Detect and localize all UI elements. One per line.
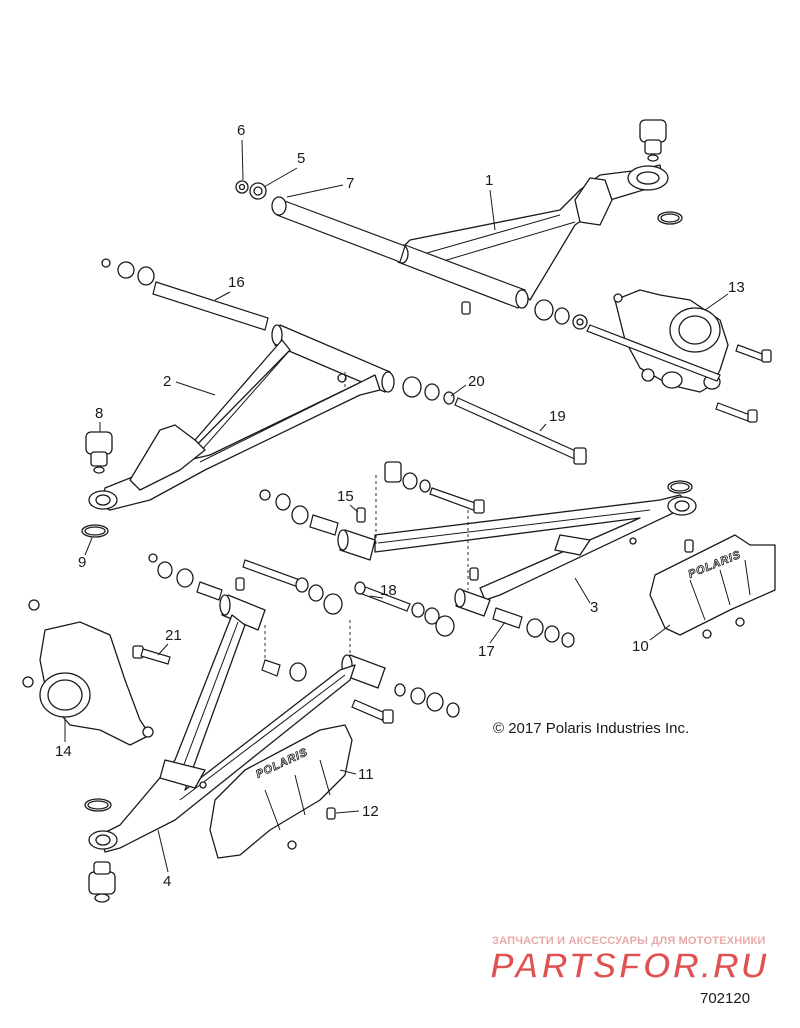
a-arm-upper-1 — [399, 164, 669, 301]
retaining-ring-upper — [657, 211, 683, 225]
watermark-logo-text: PARTSFOR.RU — [490, 946, 769, 986]
callout-18: 18 — [380, 582, 397, 599]
ball-joint-upper — [639, 119, 667, 162]
callout-13: 13 — [728, 279, 745, 296]
callout-11: 11 — [358, 766, 374, 783]
callouts: 1 2 3 4 5 6 7 8 9 10 11 12 13 14 15 16 1 — [55, 122, 745, 890]
bolt-21 — [132, 645, 171, 665]
callout-17: 17 — [478, 643, 495, 660]
watermark-logo: PARTSFOR.RU — [490, 946, 769, 986]
callout-1: 1 — [485, 172, 493, 189]
hardware-upper-3 — [384, 461, 485, 514]
bushing-5 — [249, 182, 267, 200]
nut-13 — [641, 368, 655, 382]
hardware-4-lower — [261, 659, 460, 724]
retaining-ring-lower-right — [667, 480, 693, 494]
knuckle-13 — [586, 289, 729, 393]
bolt-19 — [454, 397, 587, 465]
callout-14: 14 — [55, 743, 72, 760]
hardware-4-upper — [148, 553, 343, 615]
bushings-right-3 — [492, 607, 575, 648]
callout-4: 4 — [163, 873, 171, 890]
alignment-lines — [264, 372, 469, 660]
callout-20: 20 — [468, 373, 485, 390]
shaft-16 — [101, 258, 269, 331]
grease-fitting-15 — [356, 507, 366, 523]
callout-8: 8 — [95, 405, 103, 422]
callout-5: 5 — [297, 150, 305, 167]
callout-12: 12 — [362, 803, 379, 820]
callout-21: 21 — [165, 627, 182, 644]
bushings-right-1 — [534, 299, 588, 330]
knuckle-14 — [22, 599, 154, 746]
retaining-ring-lower — [84, 798, 112, 812]
washer-6 — [235, 180, 249, 194]
a-arm-3 — [337, 494, 697, 617]
skid-guard-11: POLARIS — [209, 724, 353, 859]
ball-joint-lower — [88, 861, 116, 903]
callout-2: 2 — [163, 373, 171, 390]
callout-3: 3 — [590, 599, 598, 616]
callout-10: 10 — [632, 638, 649, 655]
bolt-upper-13b — [715, 402, 758, 423]
grease-fitting-3 — [469, 567, 479, 581]
copyright-text: © 2017 Polaris Industries Inc. — [493, 720, 690, 737]
ball-joint-8 — [85, 431, 113, 474]
bushings-left-3 — [259, 489, 339, 536]
a-arm-4 — [88, 594, 386, 853]
drawing-number: 702120 — [700, 990, 751, 1007]
a-arm-2 — [88, 324, 395, 511]
callout-16: 16 — [228, 274, 245, 291]
callout-15: 15 — [337, 488, 354, 505]
bolt-18 — [354, 581, 455, 637]
retaining-ring-9 — [81, 524, 109, 538]
bushings-2 — [402, 376, 455, 405]
bolt-upper-13a — [735, 344, 772, 363]
grease-fitting-upper — [461, 301, 471, 315]
shaft-7 — [276, 199, 406, 263]
watermark-tagline: ЗАПЧАСТИ И АКСЕССУАРЫ ДЛЯ МОТОТЕХНИКИ — [492, 935, 766, 947]
callout-6: 6 — [237, 122, 245, 139]
callout-9: 9 — [78, 554, 86, 571]
callout-7: 7 — [346, 175, 354, 192]
callout-19: 19 — [549, 408, 566, 425]
skid-guard-10: POLARIS — [649, 534, 776, 639]
sleeve-7 — [271, 196, 287, 216]
